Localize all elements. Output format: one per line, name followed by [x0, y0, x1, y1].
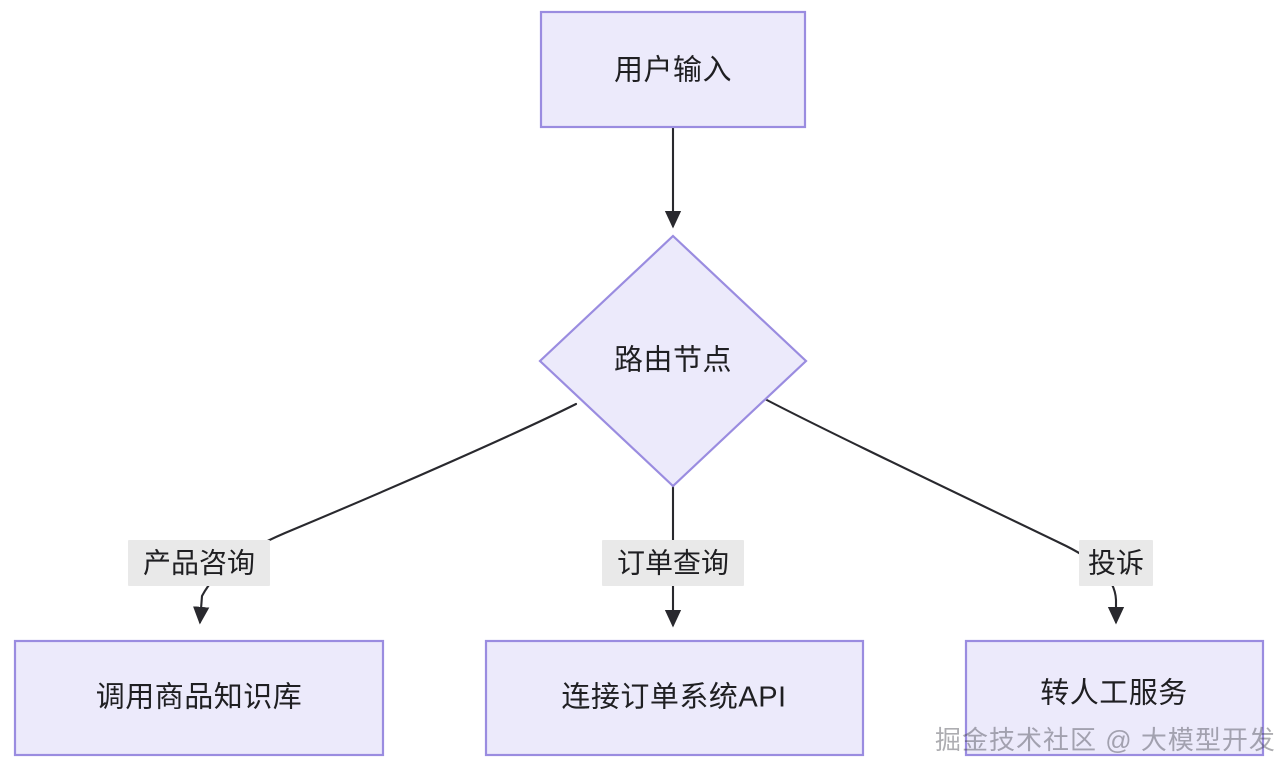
edge-router-knowledge-path [192, 402, 578, 625]
edge-label-order-query: 订单查询 [602, 540, 744, 586]
node-user-input-shape[interactable] [539, 10, 807, 129]
node-order-api-shape[interactable] [484, 639, 865, 757]
node-order-api[interactable]: 连接订单系统API [484, 639, 865, 757]
edge-label-product-inquiry-text: 产品咨询 [143, 547, 255, 578]
node-router-shape[interactable] [538, 234, 808, 488]
node-knowledge-base[interactable]: 调用商品知识库 [13, 639, 385, 757]
edge-label-product-inquiry: 产品咨询 [128, 540, 270, 586]
node-human-service-shape[interactable] [964, 639, 1265, 757]
edge-label-order-query-text: 订单查询 [617, 547, 729, 578]
edge-label-product-inquiry-bg [128, 540, 270, 586]
edge-label-complaint-text: 投诉 [1088, 547, 1144, 578]
node-human-service-label: 转人工服务 [1040, 677, 1188, 710]
node-knowledge-base-shape[interactable] [13, 639, 385, 757]
edge-label-complaint: 投诉 [1079, 540, 1153, 586]
node-router[interactable]: 路由节点 [538, 234, 808, 488]
edge-router-knowledge [192, 402, 578, 625]
node-human-service[interactable]: 转人工服务 [964, 639, 1265, 757]
edge-router-human-path [761, 396, 1125, 625]
edge-label-order-query-bg [602, 540, 744, 586]
node-user-input[interactable]: 用户输入 [539, 10, 807, 129]
edge-router-human [761, 396, 1125, 625]
edge-label-complaint-bg [1079, 540, 1153, 586]
node-knowledge-base-label: 调用商品知识库 [96, 681, 303, 714]
node-router-label: 路由节点 [614, 344, 732, 377]
node-order-api-label: 连接订单系统API [561, 681, 786, 714]
node-user-input-label: 用户输入 [614, 54, 732, 87]
